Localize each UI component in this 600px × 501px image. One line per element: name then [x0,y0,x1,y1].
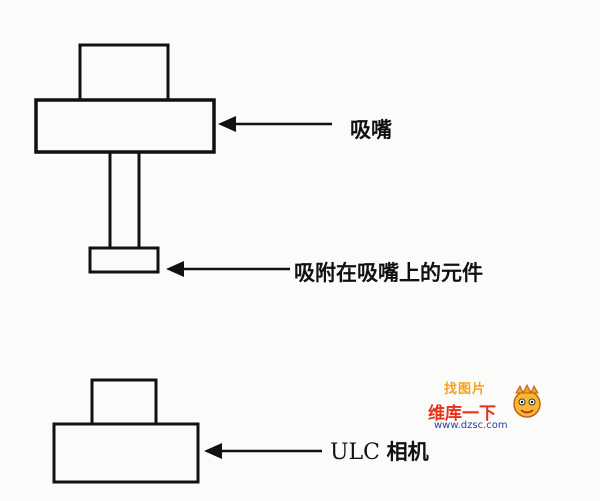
component-block [88,246,160,274]
watermark-url: www.dzsc.com [434,420,508,431]
watermark: 找图片 维库一下 www.dzsc.com [418,378,548,436]
camera-word: 相机 [386,440,429,464]
nozzle-arrow-head [218,116,236,132]
component-label: 吸附在吸嘴上的元件 [294,261,483,285]
mascot-icon [513,384,541,418]
camera-arrow-head [204,443,222,459]
watermark-top-text: 找图片 [444,382,487,397]
nozzle-body [34,98,216,154]
camera-body [52,422,200,484]
camera-label: ULC 相机 [330,436,429,466]
nozzle-top-block [78,43,170,102]
component-arrow-head [166,261,184,277]
camera-top-block [90,378,158,426]
watermark-title: 维库一下 [428,404,496,424]
nozzle-label: 吸嘴 [350,118,392,142]
camera-name: ULC [330,440,380,465]
